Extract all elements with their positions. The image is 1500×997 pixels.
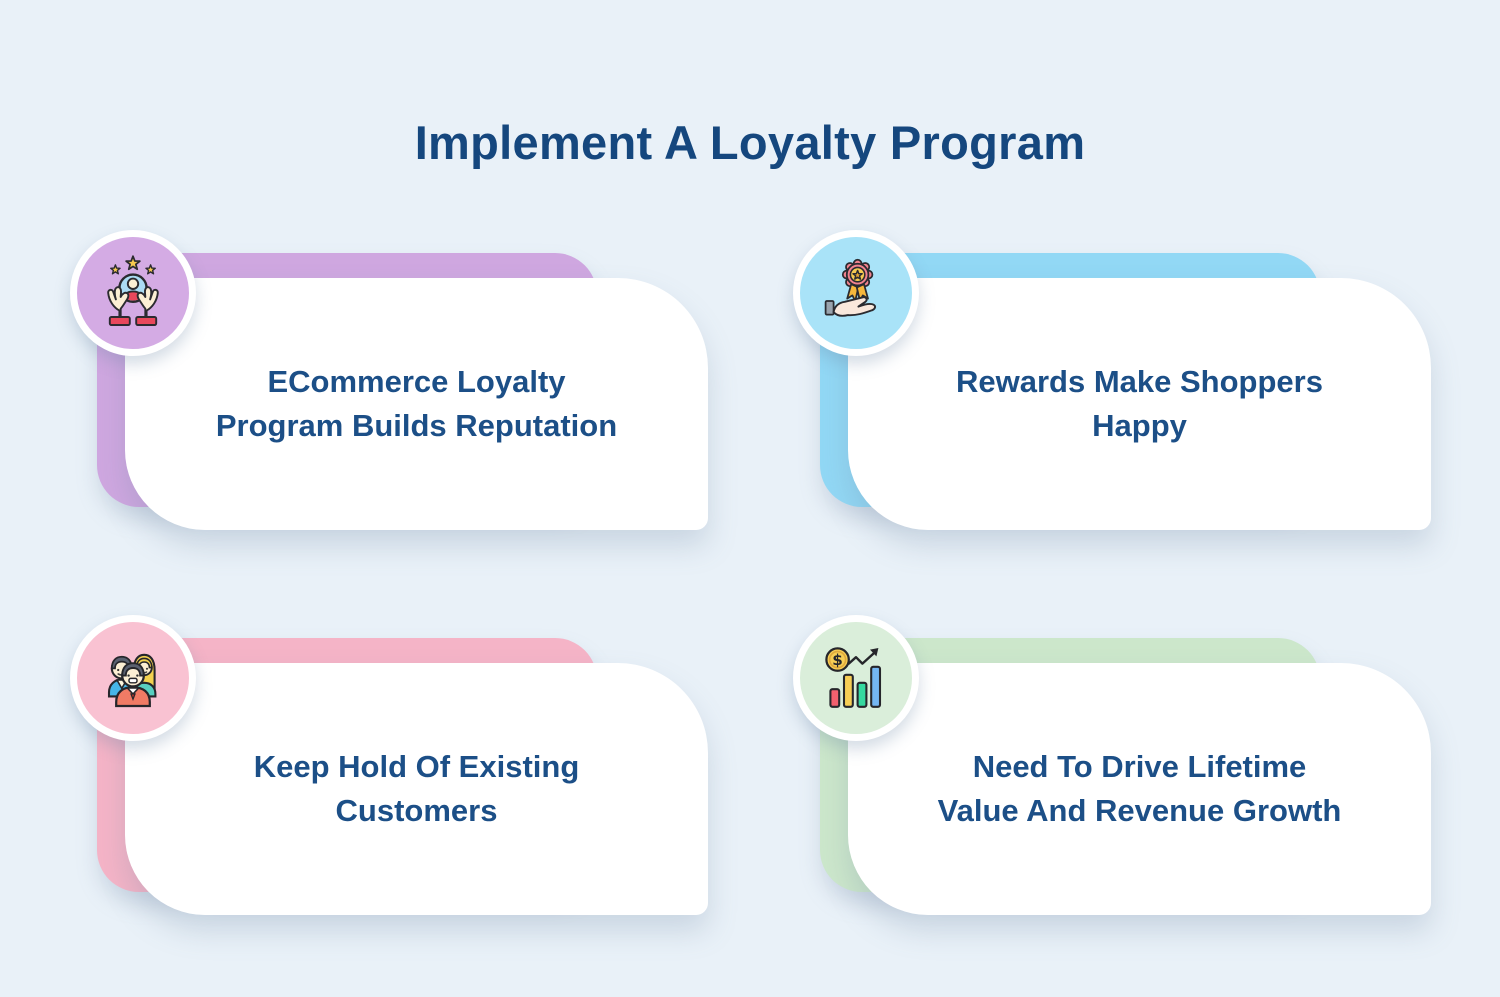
- card-face: Keep Hold Of Existing Customers: [125, 663, 708, 915]
- card-lifetime-value-growth: Need To Drive Lifetime Value And Revenue…: [793, 615, 1432, 916]
- card-icon-badge: [70, 615, 196, 741]
- card-face: Rewards Make Shoppers Happy: [848, 278, 1431, 530]
- card-label: Rewards Make Shoppers Happy: [956, 363, 1323, 443]
- card-icon-badge: [793, 230, 919, 356]
- customer-group-icon: [107, 653, 157, 708]
- card-icon-badge: [70, 230, 196, 356]
- svg-text:$: $: [832, 651, 843, 669]
- page-title: Implement A Loyalty Program: [414, 116, 1086, 170]
- card-rewards-happy: Rewards Make Shoppers Happy: [793, 230, 1432, 531]
- hand-presenting-award-icon: [824, 258, 876, 317]
- revenue-growth-chart-icon: $: [825, 647, 882, 708]
- card-label: Need To Drive Lifetime Value And Revenue…: [937, 748, 1342, 828]
- card-face: Need To Drive Lifetime Value And Revenue…: [848, 663, 1431, 915]
- hands-holding-customer-icon: [107, 255, 159, 326]
- card-icon-badge: $: [793, 615, 919, 741]
- card-loyalty-reputation: ECommerce Loyalty Program Builds Reputat…: [70, 230, 709, 531]
- card-label: ECommerce Loyalty Program Builds Reputat…: [215, 363, 618, 443]
- card-face: ECommerce Loyalty Program Builds Reputat…: [125, 278, 708, 530]
- card-keep-customers: Keep Hold Of Existing Customers: [70, 615, 709, 916]
- card-label: Keep Hold Of Existing Customers: [253, 748, 580, 828]
